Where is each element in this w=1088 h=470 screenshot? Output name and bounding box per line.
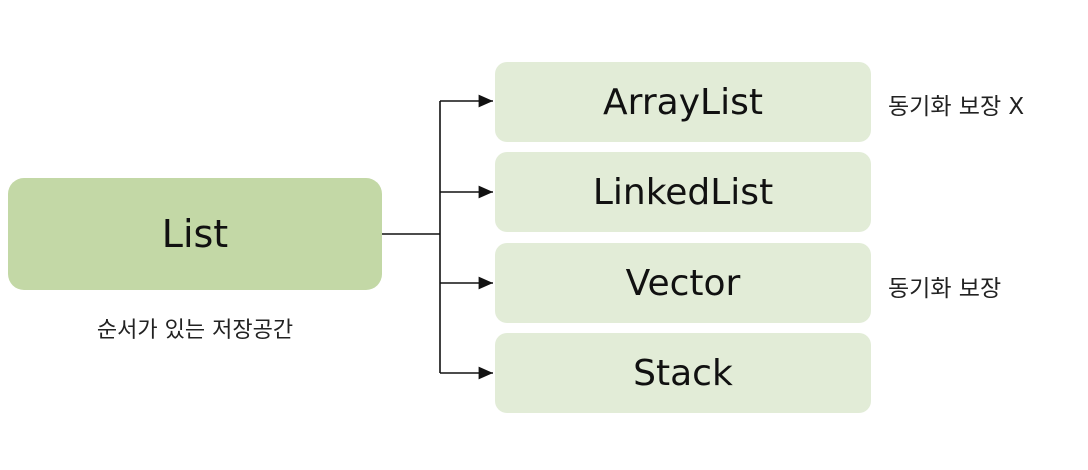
child-node-label: Stack [633,352,733,394]
child-node-linkedlist: LinkedList [495,152,871,232]
root-node-list: List [8,178,382,290]
child-node-arraylist: ArrayList [495,62,871,142]
root-node-label: List [161,212,229,256]
note-vector: 동기화 보장 [888,276,1002,302]
child-node-stack: Stack [495,333,871,413]
note-arraylist: 동기화 보장 X [888,94,1025,120]
child-node-label: ArrayList [603,81,763,123]
root-caption: 순서가 있는 저장공간 [96,318,294,343]
child-node-label: LinkedList [592,171,774,213]
child-node-label: Vector [625,262,741,304]
child-node-vector: Vector [495,243,871,323]
